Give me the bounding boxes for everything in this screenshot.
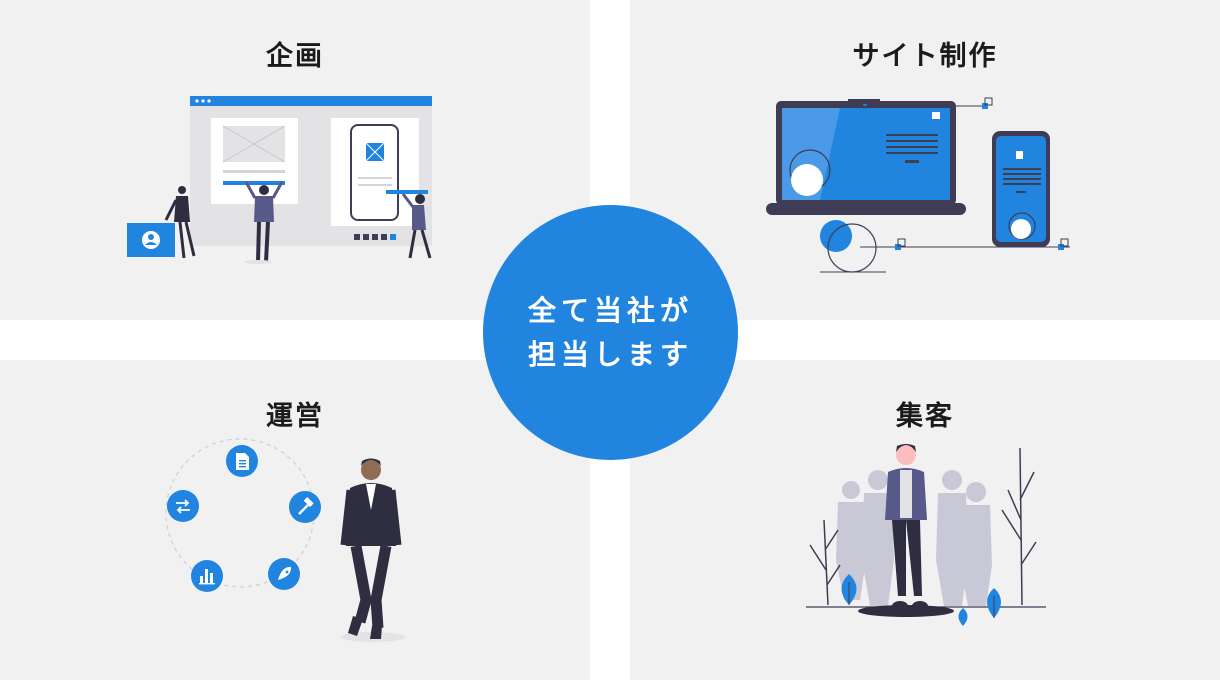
panel-attracting-customers: 集客	[630, 360, 1220, 680]
document-icon	[226, 445, 258, 477]
panel-title-planning: 企画	[266, 41, 324, 72]
rocket-icon	[268, 558, 300, 590]
panel-title-operation: 運営	[266, 401, 324, 432]
panel-title-attracting-customers: 集客	[896, 401, 954, 432]
wireframe-team-illustration	[127, 96, 432, 264]
refresh-icon	[167, 490, 199, 522]
panel-planning: 企画	[0, 0, 590, 320]
panel-title-site-production: サイト制作	[852, 41, 998, 72]
operation-cycle-illustration	[165, 438, 405, 642]
panel-site-production: サイト制作	[630, 0, 1220, 320]
crowd-illustration	[806, 444, 1046, 626]
hammer-icon	[289, 491, 321, 523]
center-message-line2: 担当します	[527, 337, 693, 371]
panel-operation: 運営	[0, 360, 590, 680]
center-message-line1: 全て当社が	[527, 293, 693, 327]
center-message-circle: 全て当社が 担当します	[483, 205, 738, 460]
laptop-phone-illustration	[766, 97, 1070, 273]
chart-icon	[191, 560, 223, 592]
